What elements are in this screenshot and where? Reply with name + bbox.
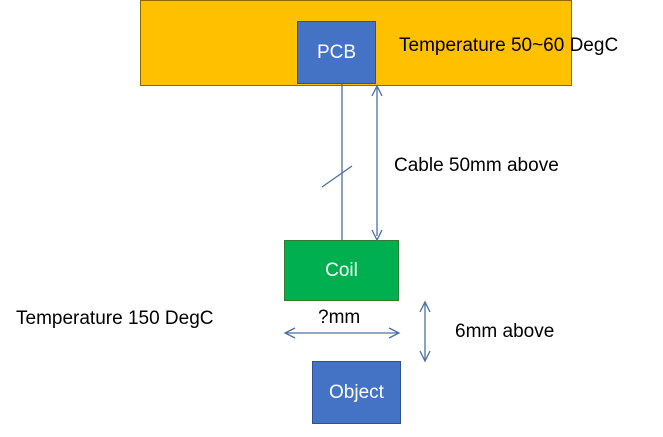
distance-arrow-bottom-head — [419, 350, 431, 363]
cable-arrow-bottom — [371, 229, 383, 242]
gap-arrow-right-head — [388, 327, 401, 339]
coil-temperature-label: Temperature 150 DegC — [16, 308, 214, 329]
cable-label: Cable 50mm above — [394, 155, 559, 176]
gap-arrow-left-head — [283, 327, 296, 339]
distance-label: 6mm above — [455, 321, 555, 342]
cable-slash-mark — [321, 165, 353, 188]
coil-box: Coil — [284, 240, 399, 301]
pcb-temperature-label: Temperature 50~60 DegC — [399, 35, 619, 56]
pcb-label: PCB — [316, 41, 357, 63]
pcb-box: PCB — [297, 21, 376, 84]
object-box: Object — [312, 361, 401, 424]
gap-label: ?mm — [318, 307, 361, 328]
coil-label: Coil — [325, 259, 358, 281]
cable-arrow-top — [371, 84, 383, 97]
object-label: Object — [329, 381, 384, 403]
distance-arrow-top-head — [419, 300, 431, 313]
